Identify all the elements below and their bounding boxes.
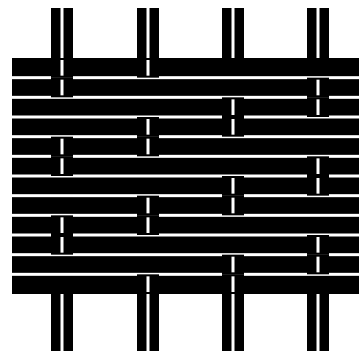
vertical-wire-crossing-gap	[147, 119, 150, 135]
vertical-wire-crossing-gap	[61, 80, 64, 96]
vertical-wire-lower-gap	[232, 294, 235, 351]
vertical-wire-crossing-gap	[317, 158, 320, 174]
vertical-wire-crossing-gap	[232, 119, 235, 135]
vertical-wire-upper-gap	[232, 8, 235, 58]
vertical-wire-crossing-gap	[232, 276, 235, 292]
vertical-wire-crossing-gap	[317, 257, 320, 273]
vertical-wire-upper-gap	[61, 8, 64, 58]
vertical-wire-crossing-gap	[61, 60, 64, 76]
vertical-wire-crossing-gap	[232, 178, 235, 194]
vertical-wire-lower-gap	[317, 294, 320, 351]
vertical-wire-crossing-gap	[232, 257, 235, 273]
vertical-wire-crossing-gap	[61, 158, 64, 174]
vertical-wire-crossing-gap	[317, 80, 320, 96]
vertical-wire-crossing-gap	[232, 99, 235, 115]
vertical-wire-crossing-gap	[317, 237, 320, 253]
vertical-wire-crossing-gap	[317, 99, 320, 115]
vertical-wire-crossing-gap	[61, 237, 64, 253]
vertical-wire-crossing-gap	[147, 198, 150, 214]
vertical-wire-lower-gap	[61, 294, 64, 351]
vertical-wire-crossing-gap	[61, 217, 64, 233]
horizontal-wire-gap	[12, 116, 359, 119]
vertical-wire-upper-gap	[317, 8, 320, 58]
vertical-wire-crossing-gap	[317, 178, 320, 194]
horizontal-wire-gap	[12, 273, 359, 276]
horizontal-wire-gap	[12, 194, 359, 197]
vertical-wire-crossing-gap	[232, 198, 235, 214]
vertical-wire-crossing-gap	[147, 217, 150, 233]
vertical-wire-crossing-gap	[147, 60, 150, 76]
vertical-wire-lower-gap	[147, 294, 150, 351]
vertical-wire-crossing-gap	[147, 276, 150, 292]
vertical-wire-upper-gap	[147, 8, 150, 58]
vertical-wire-crossing-gap	[147, 139, 150, 155]
vertical-wire-crossing-gap	[61, 139, 64, 155]
